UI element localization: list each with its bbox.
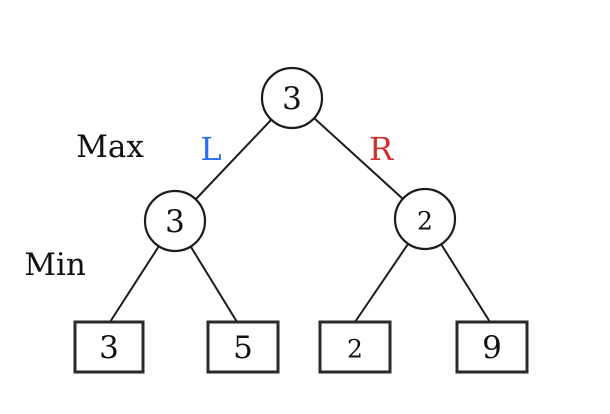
right-branch-label: R bbox=[369, 130, 394, 168]
leaf-node-4-box bbox=[455, 320, 529, 374]
leaf-node-2-box bbox=[206, 320, 280, 374]
internal-node-left: 3 bbox=[143, 189, 207, 253]
left-branch-label: L bbox=[200, 130, 221, 168]
leaf-node-3: 2 bbox=[318, 320, 392, 374]
leaf-node-1: 3 bbox=[73, 320, 145, 374]
edge-root-to-left-child bbox=[195, 119, 272, 200]
root-node-circle bbox=[260, 66, 324, 130]
edge-leftchild-to-leaf2 bbox=[190, 246, 238, 323]
internal-node-right-value: 2 bbox=[417, 207, 433, 236]
min-level-label: Min bbox=[24, 247, 86, 283]
max-level-label: Max bbox=[76, 129, 144, 165]
leaf-node-4-value: 9 bbox=[482, 330, 502, 366]
root-node: 3 bbox=[260, 66, 324, 130]
leaf-node-4: 9 bbox=[455, 320, 529, 374]
edge-root-to-right-child bbox=[313, 117, 404, 200]
leaf-node-1-value: 3 bbox=[99, 330, 119, 366]
leaf-node-2-value: 5 bbox=[233, 330, 253, 366]
leaf-node-1-box bbox=[73, 320, 145, 374]
internal-node-left-circle bbox=[143, 189, 207, 253]
edge-rightchild-to-leaf3 bbox=[354, 243, 409, 323]
leaf-node-2: 5 bbox=[206, 320, 280, 374]
leaf-node-3-box bbox=[318, 320, 392, 374]
root-node-value: 3 bbox=[282, 81, 302, 117]
edge-rightchild-to-leaf4 bbox=[440, 243, 491, 323]
internal-node-right-circle bbox=[393, 187, 457, 251]
internal-node-right: 2 bbox=[393, 187, 457, 251]
edge-leftchild-to-leaf1 bbox=[109, 245, 160, 323]
internal-node-left-value: 3 bbox=[165, 204, 185, 240]
leaf-node-3-value: 2 bbox=[347, 335, 363, 364]
tree-edges bbox=[109, 117, 491, 323]
